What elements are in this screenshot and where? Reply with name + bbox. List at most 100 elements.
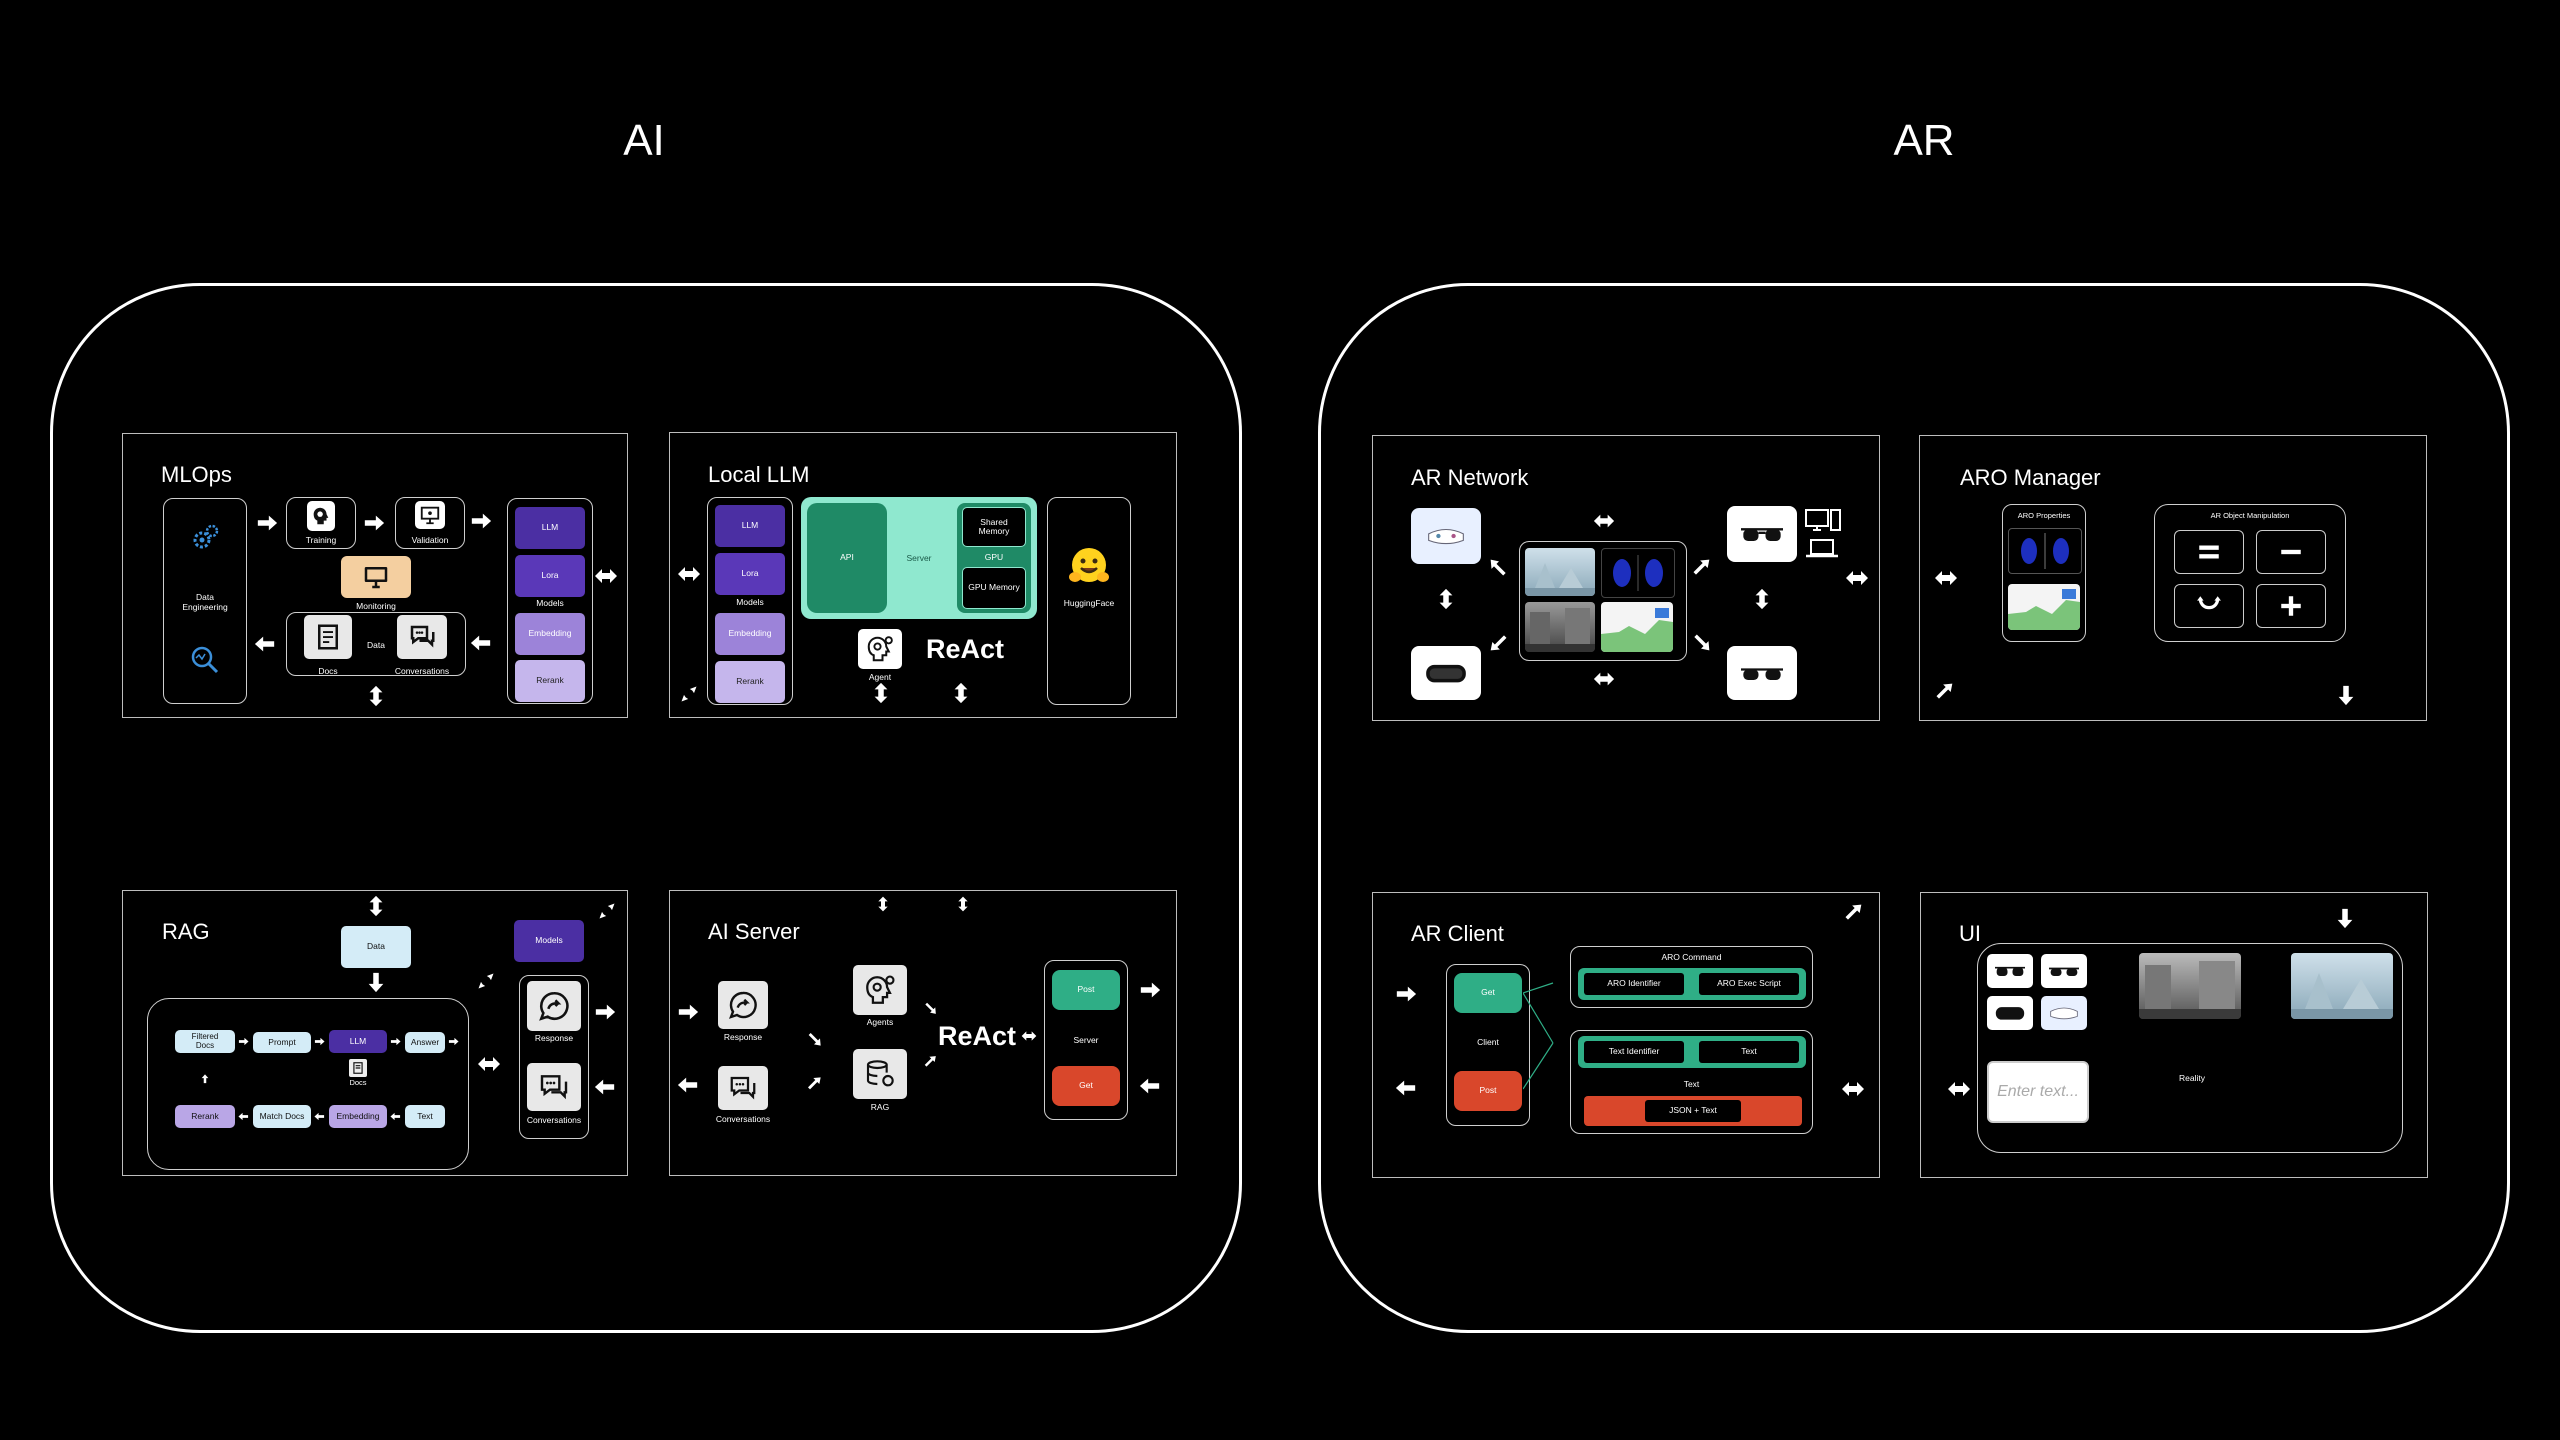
- arrow-diagonal: [476, 971, 496, 991]
- brain-head-icon: [307, 501, 335, 531]
- post-button: Post: [1052, 970, 1120, 1010]
- plus-button[interactable]: [2256, 584, 2326, 628]
- huggingface-icon: [1066, 545, 1112, 589]
- client-box: [1446, 964, 1530, 1126]
- presentation-icon: [415, 501, 445, 529]
- arrow-left-right: [1945, 1077, 1973, 1101]
- arrow-right: [256, 512, 278, 534]
- training-box: [286, 497, 356, 549]
- match-docs: Match Docs: [253, 1105, 311, 1128]
- arrow-left-right: [676, 562, 702, 586]
- model-rerank: Rerank: [515, 660, 585, 702]
- arrow-up-down: [1435, 588, 1457, 610]
- model-rerank: Rerank: [715, 661, 785, 703]
- aro-command-label: ARO Command: [1661, 952, 1722, 962]
- conversations-icon: [397, 615, 447, 659]
- arrow-left: [390, 1111, 401, 1122]
- data-engineering-label: Data Engineering: [182, 592, 228, 612]
- arrow-left-right: [476, 1052, 502, 1076]
- conversations-label: Conversations: [394, 666, 450, 676]
- panel-title: AI Server: [708, 919, 800, 944]
- api-block: API: [807, 503, 887, 613]
- ar-device-icon: [1411, 508, 1481, 564]
- arrow-diagonal-nw: [1489, 558, 1509, 578]
- aro-exec-script: ARO Exec Script: [1699, 973, 1799, 995]
- arrow-left-right: [1839, 1077, 1867, 1101]
- training-label: Training: [305, 535, 337, 545]
- docs-icon: [349, 1059, 367, 1077]
- arrow-right: [314, 1036, 325, 1047]
- filtered-docs: Filtered Docs: [175, 1030, 235, 1053]
- blue-eyes-thumbnail: [1601, 548, 1675, 598]
- ui-container: [1977, 943, 2403, 1153]
- arrow-diagonal-se: [806, 1031, 822, 1047]
- 3d-scene-thumbnail: [2291, 953, 2393, 1019]
- section-title-ar: AR: [1893, 116, 1955, 165]
- arrow-right: [363, 512, 385, 534]
- text-input[interactable]: Enter text...: [1987, 1061, 2089, 1123]
- panel-title: RAG: [162, 919, 210, 944]
- huggingface-label: HuggingFace: [1063, 598, 1115, 608]
- server-label: Server: [1073, 1035, 1099, 1045]
- server-box: [1044, 960, 1128, 1120]
- gpu-label: GPU: [984, 552, 1004, 562]
- arrow-up-down: [365, 895, 387, 917]
- arrow-diagonal-ne: [1691, 558, 1711, 578]
- panel-title: ARO Manager: [1960, 465, 2101, 490]
- arrow-diagonal-ne: [923, 1055, 937, 1069]
- response-label: Response: [534, 1033, 574, 1043]
- arrow-right: [1139, 979, 1161, 1001]
- ar-content-box: [1519, 541, 1687, 661]
- model-embedding: Embedding: [515, 613, 585, 655]
- aro-properties-box: [2002, 504, 2086, 642]
- ar-object-manipulation-box: [2154, 504, 2346, 642]
- rag-panel: RAG Data Filtered Docs Prompt LLM Answer…: [122, 890, 628, 1176]
- arrow-down: [2334, 907, 2356, 929]
- minus-button[interactable]: [2256, 530, 2326, 574]
- arrow-left-right: [593, 564, 619, 588]
- arrow-right: [448, 1036, 459, 1047]
- arrow-up-down: [365, 685, 387, 707]
- conversations-label: Conversations: [526, 1115, 582, 1125]
- monitoring-tile: [341, 556, 411, 598]
- smart-glasses-icon: [1727, 646, 1797, 700]
- json-text: JSON + Text: [1645, 1100, 1741, 1122]
- equal-button[interactable]: [2174, 530, 2244, 574]
- agents-icon: [853, 965, 907, 1015]
- rotate-button[interactable]: [2174, 584, 2244, 628]
- model-lora: Lora: [515, 555, 585, 597]
- post-button: Post: [1454, 1071, 1522, 1111]
- models-box: [707, 497, 793, 705]
- arrow-left: [254, 633, 276, 655]
- aro-command-box: [1570, 946, 1813, 1008]
- aro-properties-label: ARO Properties: [2017, 511, 2071, 520]
- model-lora: Lora: [715, 553, 785, 595]
- arrow-left-right: [1591, 668, 1617, 690]
- data-block: Data: [341, 926, 411, 968]
- monitoring-label: Monitoring: [356, 601, 396, 611]
- prompt: Prompt: [253, 1032, 311, 1053]
- data-engineering-box: [163, 498, 247, 704]
- arrow-up: [200, 1073, 210, 1085]
- arrow-diagonal-ne: [806, 1076, 822, 1092]
- panel-title: MLOps: [161, 462, 232, 487]
- arrow-right: [677, 1001, 699, 1023]
- data-box: [286, 612, 466, 676]
- local-llm-panel: Local LLM LLM Lora Models Embedding Rera…: [669, 432, 1177, 718]
- reality-label: Reality: [2179, 1073, 2205, 1083]
- arrow-down: [2335, 684, 2357, 706]
- embedding: Embedding: [329, 1105, 387, 1128]
- arrow-right: [594, 1001, 616, 1023]
- arrow-left: [1139, 1075, 1161, 1097]
- aro-identifier: ARO Identifier: [1584, 973, 1684, 995]
- arrow-right: [238, 1036, 249, 1047]
- get-button: Get: [1052, 1066, 1120, 1106]
- ai-server-panel: AI Server Response Conversations Agents …: [669, 890, 1177, 1176]
- panel-title: AR Network: [1411, 465, 1529, 490]
- model-llm: LLM: [715, 505, 785, 547]
- chart-thumbnail: [2008, 584, 2080, 630]
- server-label: Server: [906, 553, 932, 563]
- shared-memory: Shared Memory: [962, 507, 1026, 547]
- agent-label: Agent: [868, 672, 892, 682]
- arrow-right: [1395, 983, 1417, 1005]
